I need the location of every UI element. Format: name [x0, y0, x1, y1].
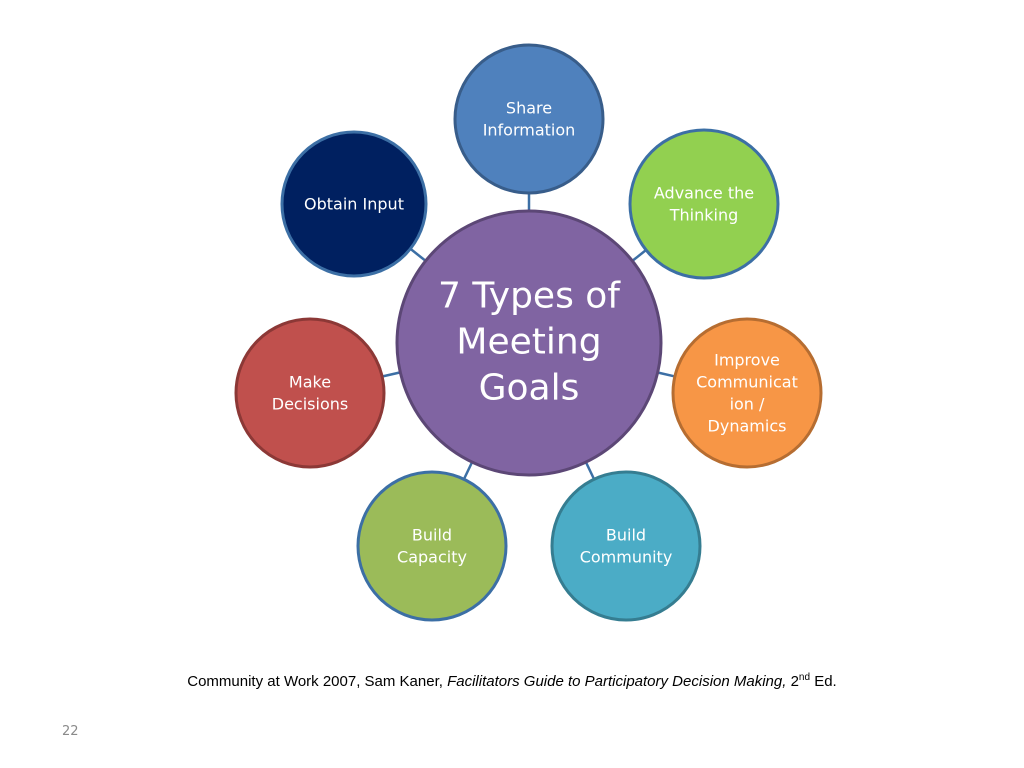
connector-obtain-input	[409, 247, 427, 262]
citation-edition-suffix: nd	[798, 672, 811, 683]
node-circle-build-community	[550, 470, 702, 622]
node-obtain-input: Obtain Input	[280, 130, 428, 278]
node-make-decisions-label-line: Decisions	[272, 395, 348, 414]
node-share-information-label-line: Share	[506, 99, 552, 118]
citation-prefix: Community at Work 2007, Sam Kaner,	[187, 673, 448, 690]
node-obtain-input-label-line: Obtain Input	[304, 195, 404, 214]
center-label-line: 7 Types of	[438, 276, 621, 317]
node-advance-the-thinking-label-line: Thinking	[669, 206, 739, 225]
connectors	[381, 193, 676, 480]
connector-build-community	[584, 461, 596, 480]
citation: Community at Work 2007, Sam Kaner, Facil…	[0, 672, 1024, 690]
node-build-community-label-line: Community	[580, 548, 673, 567]
node-make-decisions-label-line: Make	[289, 373, 331, 392]
node-improve-communication-label-line: ion /	[730, 395, 765, 414]
node-improve-communication-label-line: Improve	[714, 351, 780, 370]
citation-edition-tail: Ed.	[810, 673, 837, 690]
connector-improve-communication	[657, 371, 676, 378]
node-build-capacity-label-line: Build	[412, 526, 452, 545]
connector-make-decisions	[381, 371, 401, 378]
node-improve-communication-label-line: Communicat	[696, 373, 798, 392]
citation-edition-number: 2	[786, 673, 799, 690]
center-circle	[395, 209, 663, 477]
node-circle-share-information	[453, 43, 605, 195]
center-label-line: Goals	[479, 368, 580, 409]
connector-build-capacity	[462, 461, 474, 480]
page-number: 22	[62, 724, 79, 739]
node-build-capacity-label-line: Capacity	[397, 548, 467, 567]
connector-advance-the-thinking	[631, 249, 647, 262]
node-circle-improve-communication	[671, 317, 823, 469]
citation-title: Facilitators Guide to Participatory Deci…	[447, 673, 787, 690]
node-improve-communication-label-line: Dynamics	[708, 417, 787, 436]
node-circle-advance-the-thinking	[628, 128, 780, 280]
node-advance-the-thinking-label-line: Advance the	[654, 184, 754, 203]
node-share-information-label-line: Information	[483, 121, 576, 140]
node-build-community-label-line: Build	[606, 526, 646, 545]
node-circle-obtain-input	[280, 130, 428, 278]
center-label-line: Meeting	[456, 322, 601, 363]
node-circle-build-capacity	[356, 470, 508, 622]
node-circle-make-decisions	[234, 317, 386, 469]
